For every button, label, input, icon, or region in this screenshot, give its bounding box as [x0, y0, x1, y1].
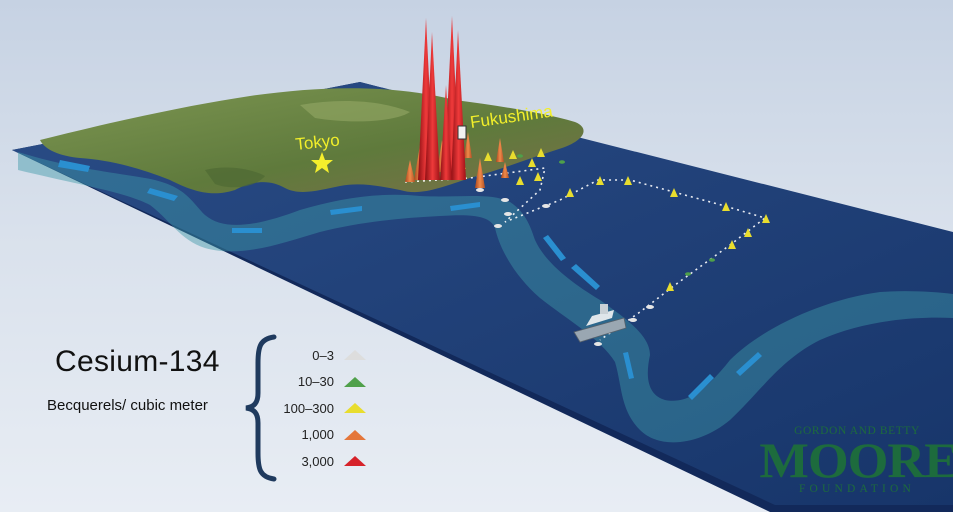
legend-level-label: 10–30	[297, 374, 334, 390]
spikes-level-3000	[418, 16, 466, 180]
triangle-icon	[344, 376, 366, 387]
sampling-transects	[404, 167, 767, 341]
legend-row: 3,000	[276, 448, 372, 475]
place-label-tokyo: Tokyo	[294, 130, 340, 154]
triangle-icon	[344, 429, 366, 440]
marker-level-10-30	[517, 154, 715, 276]
marker-level-100-300	[458, 148, 770, 291]
foundation-logo: GORDON AND BETTY MOORE FOUNDATION	[759, 424, 953, 504]
plant-icon	[457, 125, 467, 140]
legend-level-label: 3,000	[301, 453, 334, 469]
legend-level-label: 100–300	[283, 400, 334, 416]
legend-row: 100–300	[276, 395, 372, 422]
legend-row: 10–30	[276, 369, 372, 396]
triangle-icon	[344, 456, 366, 467]
sampling-markers	[458, 148, 770, 346]
legend-row: 0–3	[276, 342, 372, 369]
legend-row: 1,000	[276, 422, 372, 449]
logo-line-2: MOORE	[759, 432, 953, 488]
legend-level-label: 0–3	[312, 347, 334, 363]
star-icon	[311, 152, 333, 173]
legend-brace	[245, 334, 277, 482]
legend-unit: Becquerels/ cubic meter	[47, 397, 208, 414]
ocean-plate	[12, 82, 953, 512]
legend-levels: 0–3 10–30 100–300 1,000 3,000	[276, 342, 372, 475]
current-arrows	[58, 160, 762, 400]
logo-line-3: FOUNDATION	[798, 483, 916, 495]
ocean-current	[18, 152, 953, 443]
triangle-icon	[344, 403, 366, 414]
research-ship-icon	[573, 304, 627, 343]
triangle-icon	[344, 350, 366, 361]
legend-level-label: 1,000	[301, 427, 334, 443]
logo-line-1: GORDON AND BETTY	[794, 425, 920, 437]
marker-level-0-3	[476, 188, 654, 346]
legend-title: Cesium-134	[55, 345, 220, 378]
